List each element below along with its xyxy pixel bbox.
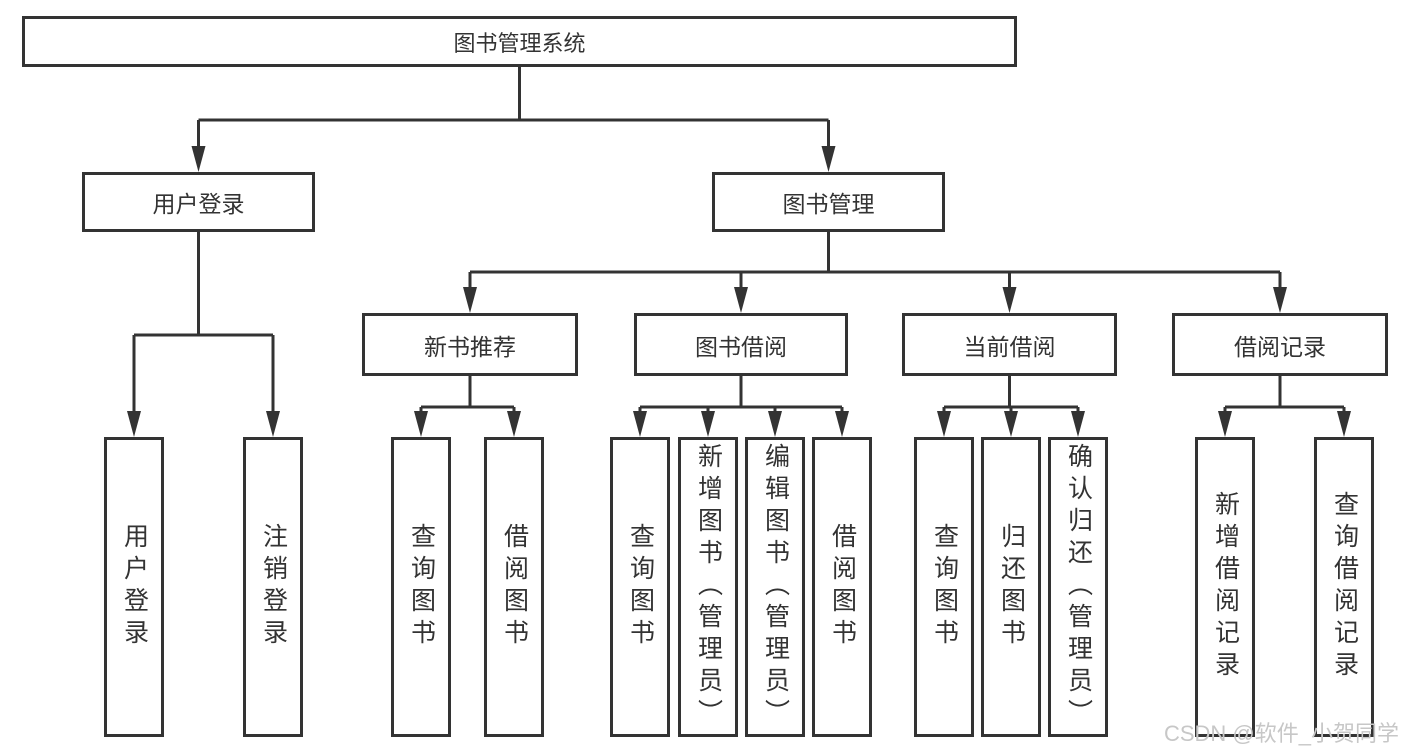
node-root-label: 图书管理系统 xyxy=(453,30,586,56)
leaf-borrow-borrow-books: 借阅图书 xyxy=(812,437,872,737)
node-book-borrow-label: 图书借阅 xyxy=(695,333,787,360)
node-user-login-label: 用户登录 xyxy=(152,191,245,217)
leaf-borrow-add-books-admin-label: 新增图书（管理员） xyxy=(694,443,723,731)
leaf-borrow-query-books-label: 查询图书 xyxy=(626,523,655,651)
leaf-borrow-borrow-books-label: 借阅图书 xyxy=(828,523,857,651)
leaf-current-query-books: 查询图书 xyxy=(914,437,974,737)
leaf-borrow-add-books-admin: 新增图书（管理员） xyxy=(678,437,738,737)
leaf-records-add-record-label: 新增借阅记录 xyxy=(1211,491,1240,683)
leaf-current-query-books-label: 查询图书 xyxy=(930,523,959,651)
node-book-management: 图书管理 xyxy=(712,172,945,232)
leaf-current-return-books: 归还图书 xyxy=(981,437,1041,737)
leaf-current-return-books-label: 归还图书 xyxy=(997,523,1026,651)
leaf-current-confirm-return-admin: 确认归还（管理员） xyxy=(1048,437,1108,737)
leaf-current-confirm-return-admin-label: 确认归还（管理员） xyxy=(1064,443,1093,731)
node-book-borrow: 图书借阅 xyxy=(634,313,848,376)
leaf-recommend-query-books: 查询图书 xyxy=(391,437,451,737)
leaf-borrow-edit-books-admin: 编辑图书（管理员） xyxy=(745,437,805,737)
leaf-recommend-borrow-books: 借阅图书 xyxy=(484,437,544,737)
leaf-records-query-record: 查询借阅记录 xyxy=(1314,437,1374,737)
leaf-records-query-record-label: 查询借阅记录 xyxy=(1330,491,1359,683)
leaf-recommend-borrow-books-label: 借阅图书 xyxy=(500,523,529,651)
node-current-borrow: 当前借阅 xyxy=(902,313,1117,376)
node-borrow-records: 借阅记录 xyxy=(1172,313,1388,376)
node-user-login: 用户登录 xyxy=(82,172,315,232)
leaf-user-login: 用户登录 xyxy=(104,437,164,737)
node-new-book-recommend: 新书推荐 xyxy=(362,313,578,376)
leaf-borrow-query-books: 查询图书 xyxy=(610,437,670,737)
leaf-recommend-query-books-label: 查询图书 xyxy=(407,523,436,651)
leaf-logout: 注销登录 xyxy=(243,437,303,737)
leaf-user-login-label: 用户登录 xyxy=(120,523,149,651)
leaf-borrow-edit-books-admin-label: 编辑图书（管理员） xyxy=(761,443,790,731)
csdn-watermark: CSDN @软件_小贺同学 xyxy=(1163,721,1399,746)
node-root: 图书管理系统 xyxy=(22,16,1017,67)
node-new-book-recommend-label: 新书推荐 xyxy=(424,333,516,360)
leaf-logout-label: 注销登录 xyxy=(259,523,288,651)
node-book-management-label: 图书管理 xyxy=(782,191,875,217)
node-current-borrow-label: 当前借阅 xyxy=(963,333,1056,360)
node-borrow-records-label: 借阅记录 xyxy=(1234,333,1326,360)
leaf-records-add-record: 新增借阅记录 xyxy=(1195,437,1255,737)
